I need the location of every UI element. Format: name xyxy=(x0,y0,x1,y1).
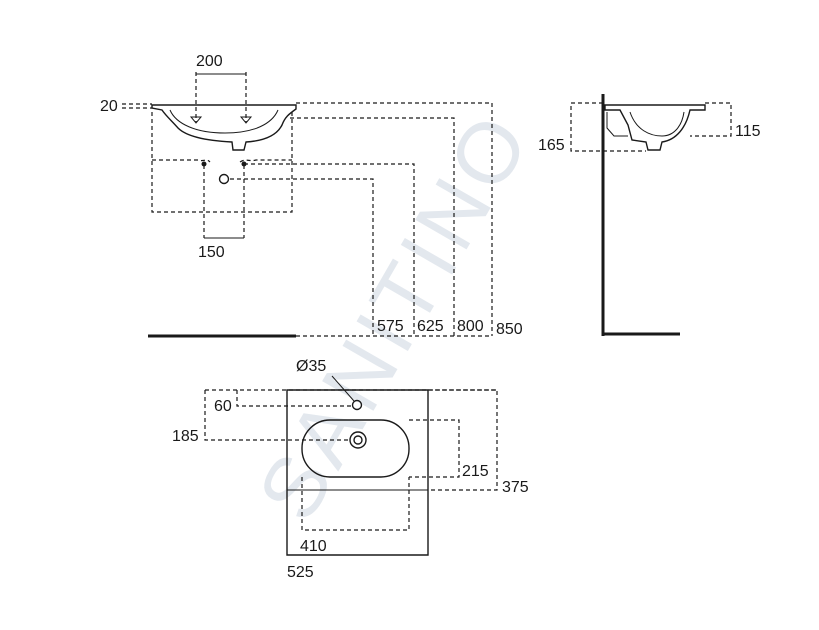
plan-tap-hole xyxy=(351,399,363,411)
label-410: 410 xyxy=(300,538,327,555)
plan-basin-outline xyxy=(286,389,429,556)
front-view: 20 200 150 575 625 800 850 xyxy=(100,53,523,338)
label-375: 375 xyxy=(502,479,529,496)
front-pedestal xyxy=(151,112,293,213)
front-basin-bowl xyxy=(169,109,279,134)
plan-view: Ø35 60 185 215 375 410 525 xyxy=(172,358,529,581)
side-trap xyxy=(606,112,628,137)
dim-line-185 xyxy=(204,390,350,441)
plan-waste-outer xyxy=(349,431,367,449)
dim-line-850 xyxy=(296,102,493,336)
side-basin-profile xyxy=(604,104,706,151)
label-800: 800 xyxy=(457,318,484,335)
label-625: 625 xyxy=(417,318,444,335)
fixing-point-left xyxy=(201,161,207,167)
tap-marker-left xyxy=(189,116,203,124)
label-185: 185 xyxy=(172,428,199,445)
plan-bowl xyxy=(301,419,410,478)
dim-line-60 xyxy=(236,390,352,407)
dim-line-625 xyxy=(244,163,415,336)
label-150: 150 xyxy=(198,244,225,261)
tap-marker-right xyxy=(239,116,253,124)
front-pedestal-shoulder-left xyxy=(152,159,211,163)
label-850: 850 xyxy=(496,321,523,338)
side-basin-inner xyxy=(629,111,685,137)
label-115: 115 xyxy=(735,123,761,140)
label-60: 60 xyxy=(214,398,232,415)
side-view: 165 115 xyxy=(538,94,761,336)
side-dim-box-165 xyxy=(570,102,646,152)
plan-tap-leader xyxy=(331,375,355,402)
dim-line-215 xyxy=(409,419,460,478)
label-200: 200 xyxy=(196,53,223,70)
dim-line-575 xyxy=(230,178,374,336)
dim-line-410 xyxy=(301,477,410,531)
label-20: 20 xyxy=(100,98,118,115)
label-215: 215 xyxy=(462,463,489,480)
front-pedestal-shoulder-right xyxy=(239,159,292,163)
label-575: 575 xyxy=(377,318,404,335)
waste-outlet xyxy=(218,173,230,185)
front-basin-rim xyxy=(151,104,297,151)
plan-waste-inner xyxy=(353,435,363,445)
dim-line-800 xyxy=(290,117,455,336)
label-165: 165 xyxy=(538,137,565,154)
label-d35: Ø35 xyxy=(296,358,326,375)
side-dim-box-115 xyxy=(690,102,732,137)
label-525: 525 xyxy=(287,564,314,581)
dim-line-375 xyxy=(428,389,498,491)
